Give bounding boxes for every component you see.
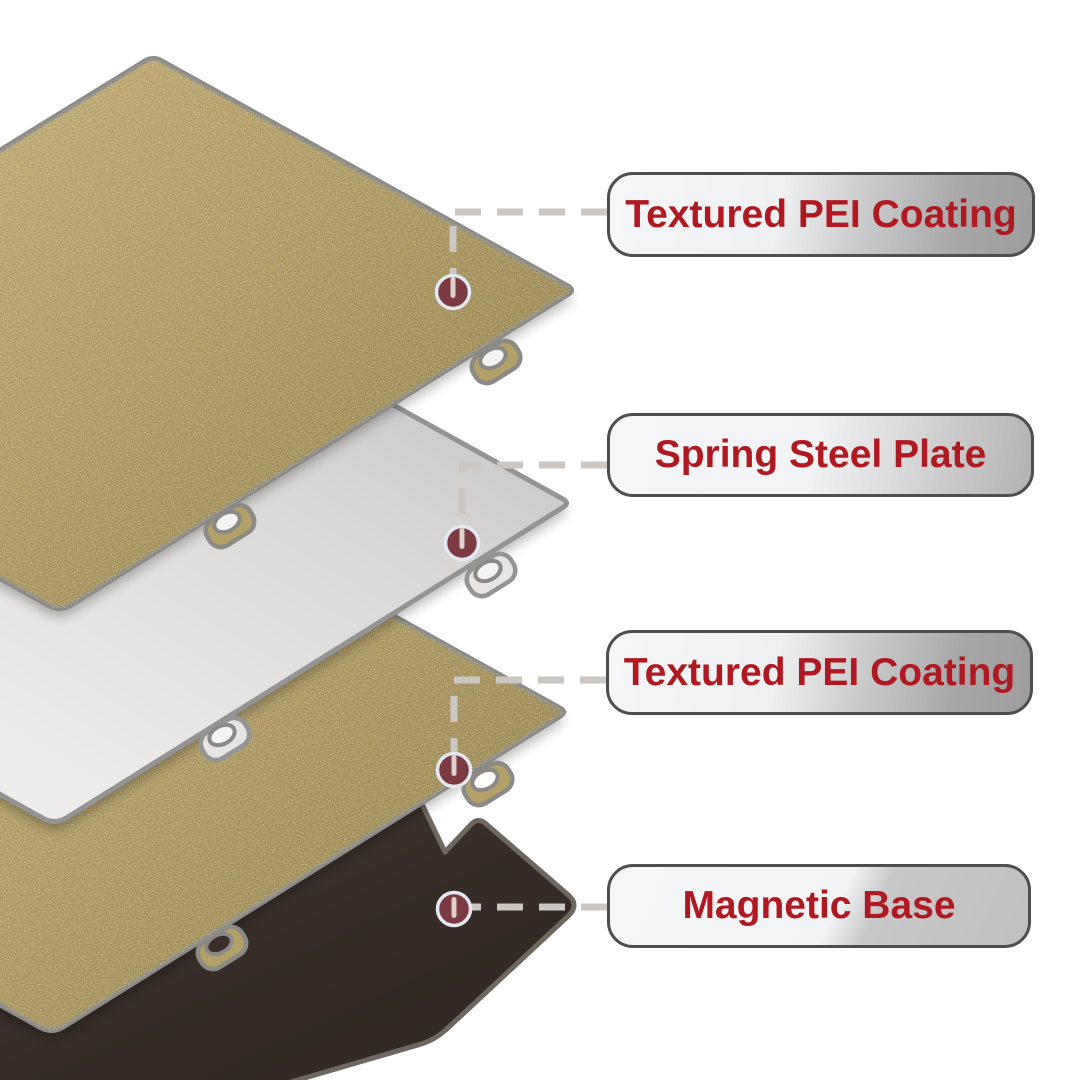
callout-label-pei-bottom: Textured PEI Coating bbox=[606, 630, 1033, 715]
callout-label-magnetic-base: Magnetic Base bbox=[607, 864, 1031, 948]
marker-tick bbox=[451, 755, 457, 776]
pei-plate-bottom bbox=[0, 481, 564, 1031]
leader-line-pei-bottom bbox=[450, 676, 606, 770]
locating-hole bbox=[470, 767, 500, 793]
marker-tick bbox=[451, 897, 457, 918]
leader-line-steel bbox=[458, 461, 607, 543]
leader-line-pei-top bbox=[449, 208, 607, 292]
locating-hole bbox=[207, 722, 237, 748]
magnetic-base-plate bbox=[0, 797, 577, 1080]
magnetic-base-surface bbox=[0, 797, 577, 1080]
callout-label-pei-top: Textured PEI Coating bbox=[607, 172, 1035, 257]
locating-hole bbox=[478, 345, 508, 371]
callout-label-steel: Spring Steel Plate bbox=[607, 413, 1034, 497]
callout-lines bbox=[449, 208, 607, 911]
pei-plate-top bbox=[0, 59, 572, 609]
steel-plate bbox=[0, 272, 567, 822]
callout-markers bbox=[434, 273, 481, 928]
marker-tick bbox=[450, 277, 456, 298]
marker-tick bbox=[459, 528, 465, 549]
locating-hole bbox=[204, 931, 234, 957]
locating-hole bbox=[212, 509, 242, 535]
locating-hole bbox=[473, 558, 503, 584]
